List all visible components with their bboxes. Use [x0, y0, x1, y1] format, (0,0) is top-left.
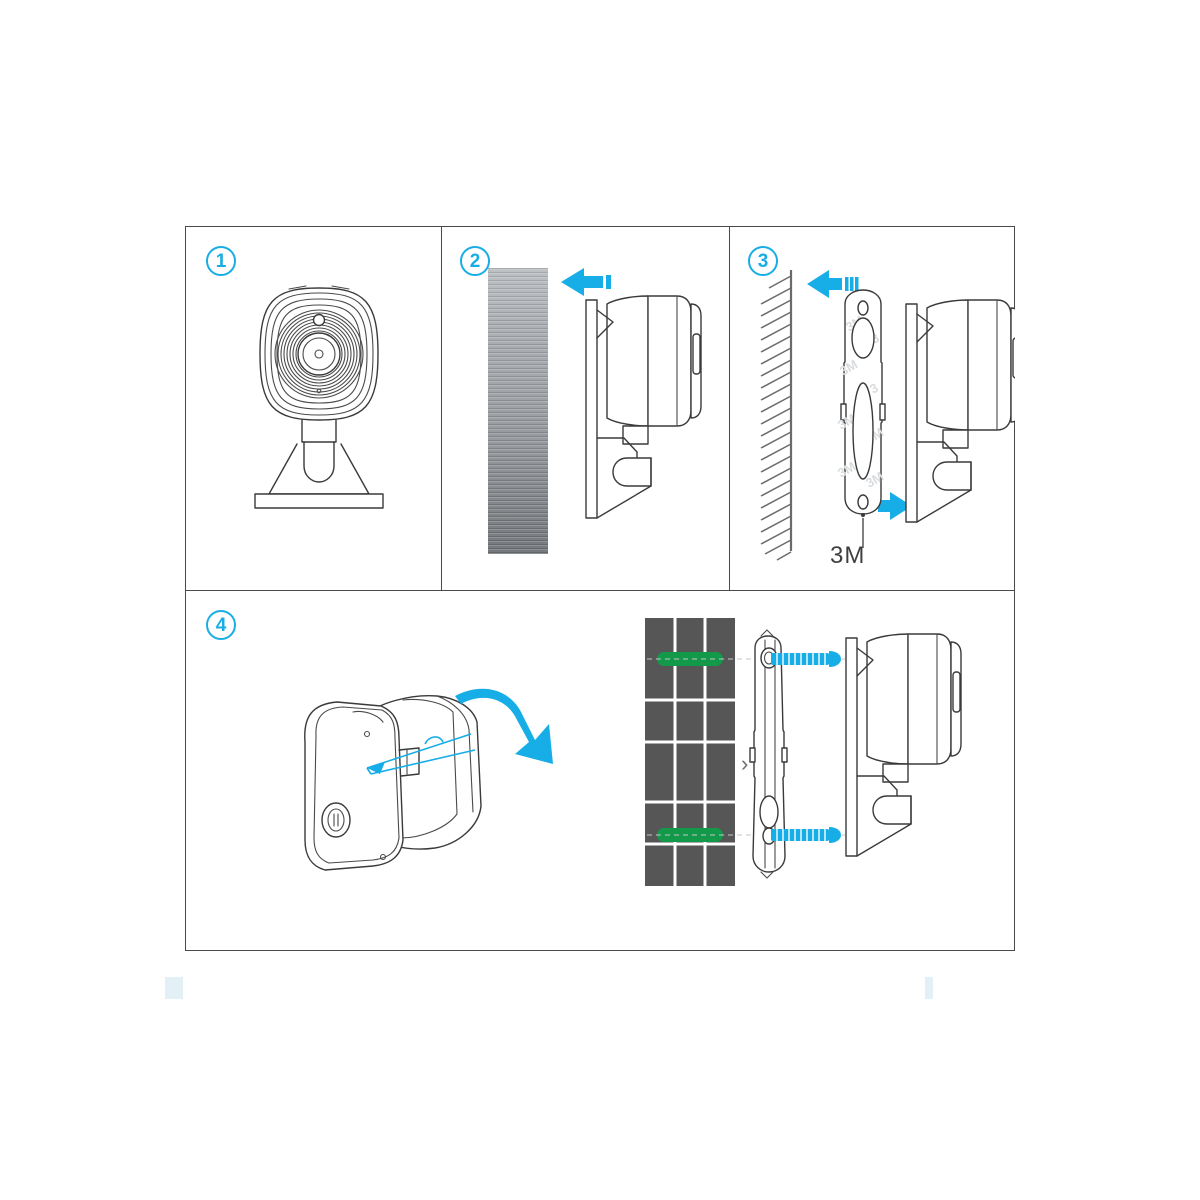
footer-mark-left	[165, 977, 183, 999]
adhesive-label-3m: 3M	[830, 542, 866, 569]
camera-mic-hole	[316, 388, 322, 394]
camera-side-button	[692, 333, 701, 375]
camera-back-plate	[304, 701, 404, 871]
bracket-slot	[759, 795, 779, 829]
panel-divider-3	[185, 590, 1015, 591]
step-badge-2: 2	[460, 246, 490, 276]
camera-latch-slot	[398, 747, 420, 777]
camera-detach-illustration	[304, 688, 553, 871]
panel-step-3: 3	[729, 226, 1015, 590]
plate-slot-upper	[851, 317, 875, 359]
step-badge-1: 1	[206, 246, 236, 276]
camera-led-indicator	[312, 313, 326, 327]
panel-step-4: 4 ›	[185, 590, 1015, 951]
rotate-arrow	[455, 688, 553, 764]
step-badge-4: 4	[206, 610, 236, 640]
camera-rear-port	[321, 802, 351, 838]
wall-anchor-bottom	[657, 828, 723, 842]
metal-surface	[488, 268, 548, 554]
wall-hatched	[760, 270, 793, 561]
camera-stand-neck	[301, 419, 337, 483]
footer-mark-right	[925, 977, 933, 999]
camera-side-assembly-4	[845, 633, 962, 857]
plate-hole-top	[857, 300, 869, 316]
detach-pointer	[366, 733, 476, 775]
adhesive-plate-3m: 3M 3 3M 3 M 3M 3M 3M 3M	[835, 289, 886, 517]
screw-bottom	[771, 827, 841, 843]
camera-front-illustration	[254, 285, 384, 509]
panel-divider-2	[729, 226, 730, 590]
camera-side-illustration-2	[561, 268, 702, 519]
chevron-right-icon: ›	[741, 751, 749, 776]
plate-hole-bottom	[857, 494, 869, 510]
panel-divider-1	[441, 226, 442, 590]
adhesive-arrow-left	[807, 270, 859, 298]
wall-anchor-top	[657, 652, 723, 666]
camera-body-side	[606, 295, 702, 427]
screw-top	[771, 651, 841, 667]
wall-mount-illustration-3: 3M 3 3M 3 M 3M 3M 3M 3M	[760, 270, 1015, 561]
attach-arrow-left	[561, 268, 611, 296]
plate-slot-lower	[852, 382, 874, 480]
camera-body-front	[259, 285, 379, 421]
screw-mount-illustration	[645, 618, 962, 886]
camera-mount-plate	[585, 299, 598, 519]
panel-step-1: 1	[185, 226, 441, 590]
camera-stand-base	[254, 443, 384, 509]
panel-step-2: 2	[441, 226, 729, 590]
camera-hinge	[596, 309, 614, 339]
step-badge-3: 3	[748, 246, 778, 276]
camera-neck-and-foot	[596, 425, 652, 519]
camera-side-assembly-3	[905, 299, 1015, 523]
